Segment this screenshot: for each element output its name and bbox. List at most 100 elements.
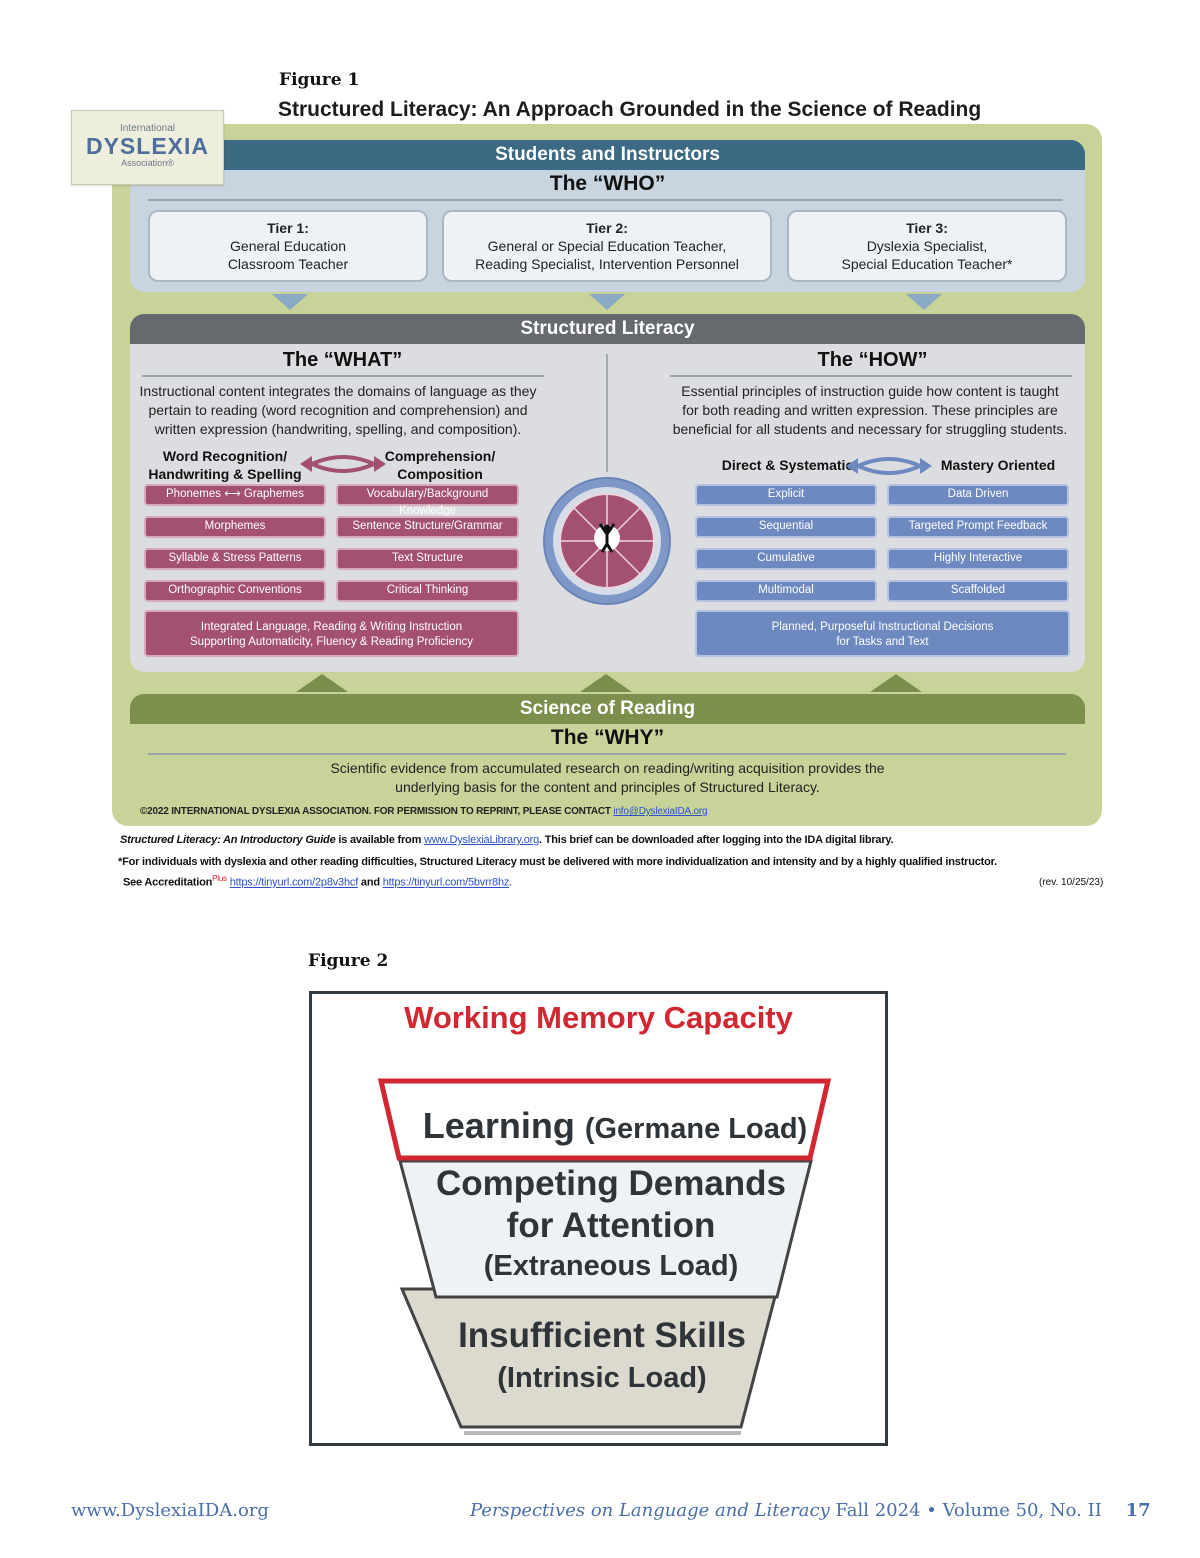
center-divider bbox=[606, 354, 608, 472]
tier-1-box: Tier 1: General Education Classroom Teac… bbox=[148, 210, 428, 282]
what-divider bbox=[142, 375, 544, 377]
competing-demands-text: Competing Demands bbox=[435, 1164, 787, 1203]
arrow-up-icon bbox=[580, 674, 632, 692]
what-right-item: Text Structure bbox=[336, 548, 519, 570]
tier-3-box: Tier 3: Dyslexia Specialist, Special Edu… bbox=[787, 210, 1067, 282]
what-integrated-line: Integrated Language, Reading & Writing I… bbox=[200, 621, 463, 633]
how-heading: The “HOW” bbox=[817, 349, 928, 371]
tinyurl-link-1[interactable]: https://tinyurl.com/2p8v3hcf bbox=[229, 876, 359, 889]
how-planned-line: for Tasks and Text bbox=[836, 636, 929, 648]
how-left-item: Explicit bbox=[695, 484, 877, 506]
accreditation-end: . bbox=[509, 876, 513, 889]
how-divider bbox=[670, 375, 1072, 377]
tier-1-line1: General Education bbox=[230, 238, 346, 254]
for-attention-text: for Attention bbox=[506, 1206, 716, 1245]
tier-3-line1: Dyslexia Specialist, bbox=[866, 238, 988, 254]
working-memory-title: Working Memory Capacity bbox=[404, 1000, 793, 1035]
arrow-down-icon bbox=[272, 294, 308, 310]
who-heading: The “WHO” bbox=[549, 172, 666, 195]
figure1-label: Figure 1 bbox=[279, 70, 360, 90]
what-right-item: Sentence Structure/Grammar bbox=[336, 516, 519, 538]
extraneous-load-text: (Extraneous Load) bbox=[483, 1250, 739, 1282]
why-description-line: underlying basis for the content and pri… bbox=[395, 779, 820, 795]
double-arrow-icon bbox=[846, 457, 932, 475]
logo-text-top: International bbox=[119, 123, 176, 134]
how-left-item: Cumulative bbox=[695, 548, 877, 570]
copyright-text: ©2022 INTERNATIONAL DYSLEXIA ASSOCIATION… bbox=[140, 806, 611, 817]
tier-2-line1: General or Special Education Teacher, bbox=[487, 238, 727, 254]
accreditation-plus: Plus bbox=[212, 874, 227, 883]
page-number: 17 bbox=[1125, 1500, 1151, 1521]
what-description: Instructional content integrates the dom… bbox=[134, 382, 542, 439]
insufficient-skills-text: Insufficient Skills bbox=[458, 1316, 746, 1355]
journal-name: Perspectives on Language and Literacy bbox=[470, 1500, 830, 1521]
arrow-down-icon bbox=[589, 294, 625, 310]
guide-note-text: is available from bbox=[335, 834, 425, 846]
mastery-oriented-heading: Mastery Oriented bbox=[940, 457, 1056, 473]
arrow-down-icon bbox=[906, 294, 942, 310]
how-description: Essential principles of instruction guid… bbox=[664, 382, 1076, 439]
extraneous-load-label: Competing Demands for Attention (Extrane… bbox=[400, 1163, 822, 1285]
how-description-line: Essential principles of instruction guid… bbox=[681, 383, 1059, 399]
how-planned-line: Planned, Purposeful Instructional Decisi… bbox=[771, 621, 994, 633]
how-right-item: Scaffolded bbox=[887, 580, 1069, 602]
what-description-line: pertain to reading (word recognition and… bbox=[148, 402, 528, 418]
how-description-line: beneficial for all students and necessar… bbox=[672, 421, 1068, 437]
logo-text-main: DYSLEXIA bbox=[85, 133, 210, 159]
tier-2-title: Tier 2: bbox=[586, 220, 628, 236]
what-left-item: Syllable & Stress Patterns bbox=[144, 548, 326, 570]
word-recognition-heading-line: Word Recognition/ bbox=[162, 448, 288, 464]
guide-title: Structured Literacy: An Introductory Gui… bbox=[120, 834, 336, 846]
double-arrow-icon bbox=[300, 455, 386, 473]
what-integrated-box: Integrated Language, Reading & Writing I… bbox=[144, 610, 519, 657]
direct-systematic-heading: Direct & Systematic bbox=[721, 457, 854, 473]
science-of-reading-band: Science of Reading bbox=[130, 694, 1085, 724]
accreditation-text: See Accreditation bbox=[123, 876, 213, 889]
logo-text-bottom: Association® bbox=[121, 158, 174, 168]
why-description-line: Scientific evidence from accumulated res… bbox=[330, 760, 885, 776]
why-description: Scientific evidence from accumulated res… bbox=[130, 759, 1085, 797]
what-heading: The “WHAT” bbox=[282, 349, 403, 371]
tier-2-line2: Reading Specialist, Intervention Personn… bbox=[475, 256, 739, 272]
what-left-item: Orthographic Conventions bbox=[144, 580, 326, 602]
who-band: Students and Instructors bbox=[130, 140, 1085, 170]
footer-site: www.DyslexiaIDA.org bbox=[71, 1500, 269, 1521]
how-right-item: Targeted Prompt Feedback bbox=[887, 516, 1069, 538]
how-left-item: Multimodal bbox=[695, 580, 877, 602]
load-funnel-diagram bbox=[377, 1078, 832, 1435]
journal-issue: Fall 2024 • Volume 50, No. II bbox=[835, 1500, 1102, 1521]
individual-note: *For individuals with dyslexia and other… bbox=[118, 856, 997, 868]
arrow-up-icon bbox=[870, 674, 922, 692]
what-description-line: written expression (handwriting, spellin… bbox=[154, 421, 522, 437]
revision-date: (rev. 10/25/23) bbox=[1039, 877, 1104, 888]
what-right-item: Vocabulary/Background Knowledge bbox=[336, 484, 519, 517]
what-integrated-line: Supporting Automaticity, Fluency & Readi… bbox=[190, 636, 473, 648]
how-description-line: for both reading and written expression.… bbox=[682, 402, 1058, 418]
how-left-item: Sequential bbox=[695, 516, 877, 538]
tinyurl-link-2[interactable]: https://tinyurl.com/5bvrr8hz bbox=[382, 876, 510, 889]
what-left-item: Phonemes ⟷ Graphemes bbox=[144, 484, 326, 506]
how-right-item: Highly Interactive bbox=[887, 548, 1069, 570]
contact-email-link[interactable]: info@DyslexiaIDA.org bbox=[613, 806, 708, 817]
tier-2-box: Tier 2: General or Special Education Tea… bbox=[442, 210, 772, 282]
ida-logo: International DYSLEXIA Association® bbox=[71, 110, 224, 185]
footer-journal: Perspectives on Language and Literacy Fa… bbox=[470, 1500, 1151, 1521]
how-right-item: Data Driven bbox=[887, 484, 1069, 506]
figure1-title: Structured Literacy: An Approach Grounde… bbox=[278, 98, 982, 121]
person-wheel-icon bbox=[543, 477, 671, 605]
why-heading: The “WHY” bbox=[550, 726, 665, 749]
structured-literacy-band: Structured Literacy bbox=[130, 314, 1085, 344]
figure2-label: Figure 2 bbox=[308, 951, 389, 971]
comprehension-heading-line: Composition bbox=[397, 466, 483, 482]
who-divider bbox=[148, 199, 1063, 201]
tier-1-line2: Classroom Teacher bbox=[227, 256, 349, 272]
how-planned-box: Planned, Purposeful Instructional Decisi… bbox=[695, 610, 1070, 657]
word-recognition-heading: Word Recognition/ Handwriting & Spelling bbox=[142, 447, 308, 483]
what-right-item: Critical Thinking bbox=[336, 580, 519, 602]
comprehension-heading: Comprehension/ Composition bbox=[360, 447, 520, 483]
tier-3-line2: Special Education Teacher* bbox=[841, 256, 1013, 272]
intrinsic-load-text: (Intrinsic Load) bbox=[497, 1362, 707, 1394]
intrinsic-load-label: Insufficient Skills (Intrinsic Load) bbox=[402, 1313, 802, 1397]
dyslexia-library-link[interactable]: www.DyslexiaLibrary.org bbox=[424, 834, 540, 846]
tier-3-title: Tier 3: bbox=[906, 220, 948, 236]
